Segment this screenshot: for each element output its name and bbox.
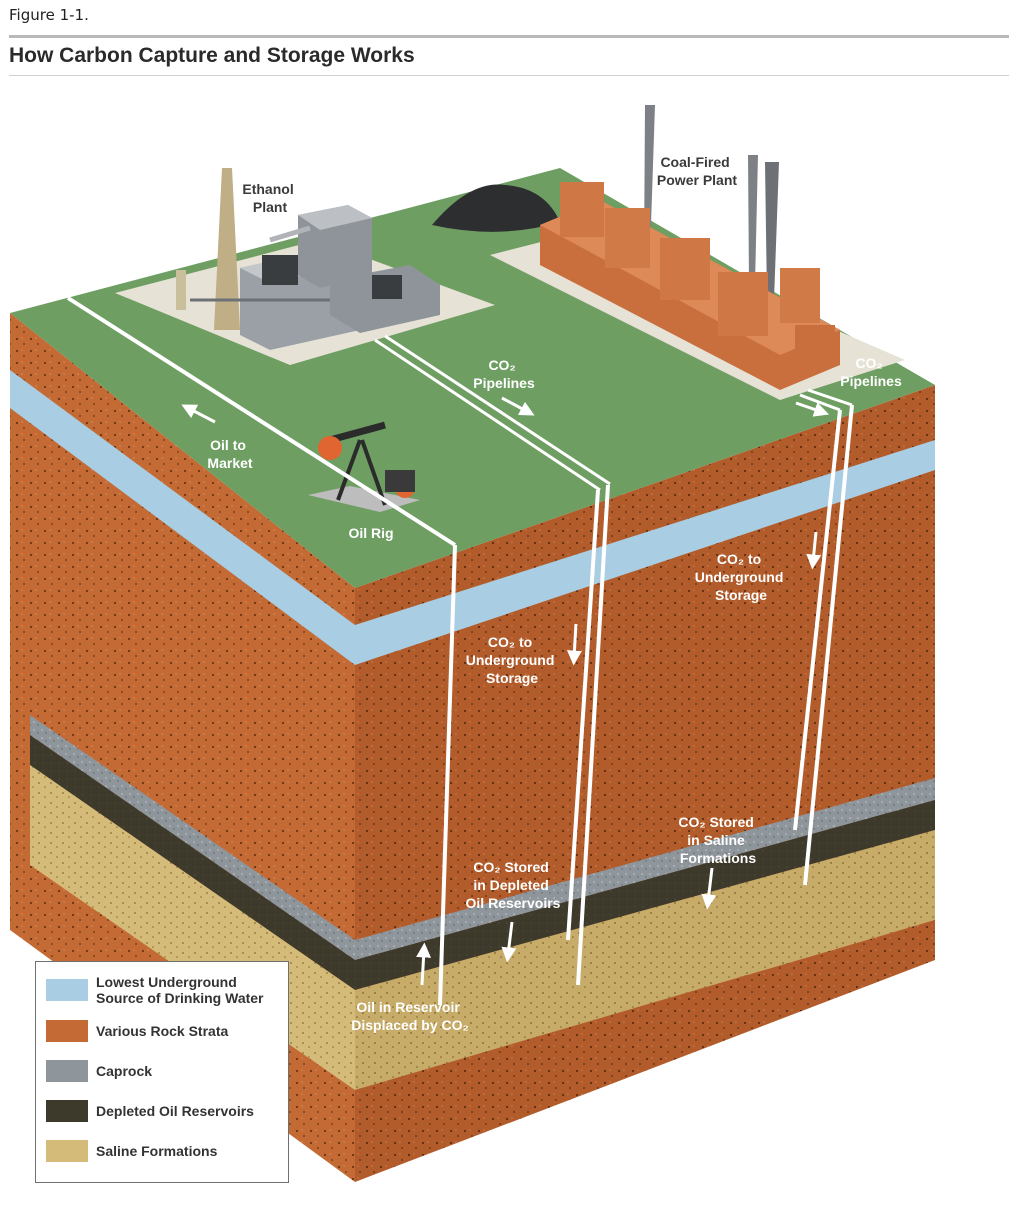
depleted-injection-well-2 — [576, 484, 610, 986]
left-pipeline-1 — [374, 338, 601, 492]
arrow-pipelines-right — [795, 401, 830, 417]
legend-swatch-rock-strata — [46, 1020, 88, 1042]
legend-item-caprock: Caprock — [46, 1060, 281, 1082]
arrow-saline — [701, 867, 717, 910]
right-pipeline-2 — [807, 388, 853, 407]
ethanol-plant-illustration — [176, 168, 440, 350]
legend-swatch-drinking-water — [46, 979, 88, 1001]
oil-to-market-label: Oil to Market — [207, 437, 252, 471]
pipelines-right-label: CO₂ Pipelines — [840, 355, 902, 389]
coal-plant-illustration — [540, 105, 840, 390]
legend-item-oil-reservoirs: Depleted Oil Reservoirs — [46, 1100, 281, 1122]
legend-item-drinking-water: Lowest Underground Source of Drinking Wa… — [46, 974, 281, 1006]
legend-label: Lowest Underground Source of Drinking Wa… — [96, 974, 264, 1006]
arrow-storage-left — [566, 623, 582, 666]
legend-swatch-saline — [46, 1140, 88, 1162]
ethanol-plant-label: Ethanol Plant — [242, 181, 297, 215]
saline-injection-well-2 — [803, 404, 854, 886]
right-face-oil — [355, 800, 935, 990]
arrow-oil-to-market — [181, 404, 216, 424]
right-face-saline — [355, 830, 935, 1090]
oil-market-road — [66, 296, 457, 547]
underground-storage-right-label: CO₂ to Underground Storage — [695, 551, 788, 603]
title-rule-top — [9, 35, 1009, 38]
legend-item-rock-strata: Various Rock Strata — [46, 1020, 281, 1042]
stored-saline-label: CO₂ Stored in Saline Formations — [678, 814, 757, 866]
figure-number: Figure 1-1. — [9, 6, 89, 24]
legend-label: Caprock — [96, 1063, 153, 1079]
legend: Lowest Underground Source of Drinking Wa… — [35, 961, 289, 1183]
surface-lines — [66, 296, 853, 547]
figure-title: How Carbon Capture and Storage Works — [9, 44, 415, 67]
flow-arrows — [181, 396, 830, 986]
arrow-pipelines-left — [501, 396, 535, 416]
legend-label: Depleted Oil Reservoirs — [96, 1103, 254, 1119]
legend-item-saline: Saline Formations — [46, 1140, 281, 1162]
right-face-caprock — [355, 778, 935, 960]
oil-rig-label: Oil Rig — [348, 525, 393, 541]
arrow-storage-right — [806, 531, 822, 570]
legend-label: Saline Formations — [96, 1143, 218, 1159]
legend-swatch-oil-reservoirs — [46, 1100, 88, 1122]
coal-pile-illustration — [432, 184, 560, 232]
stored-depleted-label: CO₂ Stored in Depleted Oil Reservoirs — [466, 859, 561, 911]
arrow-depleted — [501, 921, 517, 963]
pipelines-left-label: CO₂ Pipelines — [473, 357, 535, 391]
right-face — [355, 385, 935, 1182]
coal-plant-label: Coal-Fired Power Plant — [657, 154, 737, 188]
legend-swatch-caprock — [46, 1060, 88, 1082]
saline-injection-well-1 — [793, 409, 842, 831]
oil-well — [438, 544, 457, 1006]
left-face-caprock — [30, 715, 355, 960]
left-face-aquifer — [10, 370, 355, 665]
oil-displaced-label: Oil in Reservoir Displaced by CO₂ — [351, 999, 468, 1033]
wells — [438, 404, 854, 1006]
right-face-aquifer — [355, 440, 935, 665]
title-rule-bottom — [9, 75, 1009, 76]
legend-label: Various Rock Strata — [96, 1023, 229, 1039]
depleted-injection-well-1 — [566, 489, 600, 941]
left-face-oil — [30, 735, 355, 990]
underground-storage-left-label: CO₂ to Underground Storage — [466, 634, 559, 686]
left-pipeline-2 — [384, 334, 611, 486]
arrow-oil-displaced — [416, 942, 432, 986]
